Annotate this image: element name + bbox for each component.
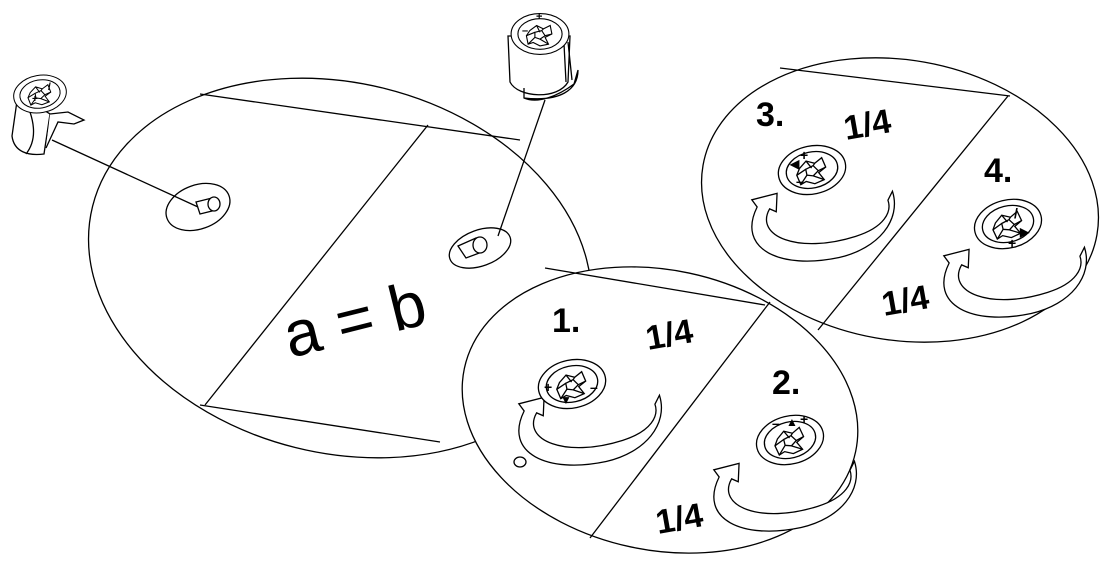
svg-text:+: + bbox=[800, 411, 808, 427]
cam-lock-fitting-icon: + – bbox=[507, 11, 579, 101]
svg-text:+: + bbox=[544, 379, 552, 395]
step-2: 2. 1/4 – ▲ + bbox=[653, 364, 866, 543]
step-4-number: 4. bbox=[984, 152, 1012, 190]
step-1: 1. 1/4 + ▼ – bbox=[512, 302, 696, 477]
svg-text:▶: ▶ bbox=[1019, 225, 1030, 239]
svg-text:–: – bbox=[522, 25, 528, 37]
step-3-fraction: 1/4 bbox=[841, 102, 894, 148]
hole-mark bbox=[513, 456, 527, 468]
svg-text:–: – bbox=[796, 173, 804, 189]
step-1-number: 1. bbox=[552, 302, 580, 340]
svg-text:–: – bbox=[772, 415, 780, 431]
step-2-fraction: 1/4 bbox=[653, 496, 706, 542]
dowel-hole-left bbox=[51, 139, 231, 232]
svg-text:▼: ▼ bbox=[560, 393, 572, 407]
svg-text:+: + bbox=[32, 94, 38, 105]
step-4-fraction: 1/4 bbox=[879, 278, 932, 324]
step-3: 3. 1/4 ◀ + – bbox=[745, 96, 904, 273]
svg-text:+: + bbox=[1008, 235, 1016, 251]
svg-text:/: / bbox=[1014, 205, 1018, 221]
svg-text:–: – bbox=[590, 379, 598, 395]
svg-text:◀: ◀ bbox=[789, 157, 800, 171]
step-4: 4. 1/4 / ▶ + bbox=[879, 152, 1096, 329]
svg-text:+: + bbox=[536, 11, 542, 23]
step-2-number: 2. bbox=[772, 364, 800, 402]
cam-lock-fitting-icon: + / bbox=[10, 70, 86, 156]
svg-text:+: + bbox=[800, 147, 808, 163]
panel-ellipse-steps-3-4 bbox=[700, 57, 1100, 343]
step-1-fraction: 1/4 bbox=[643, 312, 696, 358]
svg-text:/: / bbox=[48, 82, 51, 93]
step-3-number: 3. bbox=[756, 96, 784, 134]
dowel-hole-right bbox=[448, 99, 546, 269]
svg-text:▲: ▲ bbox=[786, 415, 798, 429]
